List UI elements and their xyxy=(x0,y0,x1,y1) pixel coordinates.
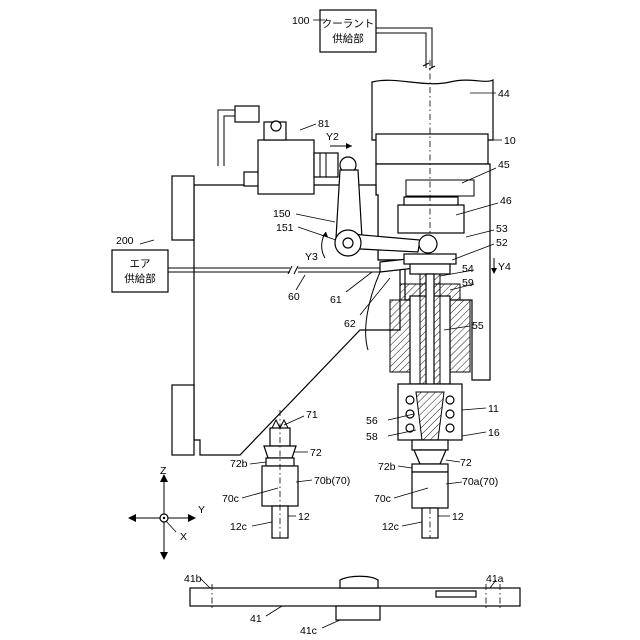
air-box-line1: エア xyxy=(130,258,151,270)
label-71: 71 xyxy=(306,409,318,421)
clamp-53 xyxy=(404,254,456,264)
label-y3: Y3 xyxy=(305,251,318,263)
leader-71 xyxy=(284,416,304,425)
slot-41a xyxy=(436,591,476,597)
label-60: 60 xyxy=(288,291,300,303)
label-16: 16 xyxy=(488,427,500,439)
leader-200 xyxy=(140,240,154,244)
label-z: Z xyxy=(160,465,167,477)
sleeve-right xyxy=(450,300,470,372)
label-59: 59 xyxy=(462,277,474,289)
label-70c-right: 70c xyxy=(374,493,391,505)
label-y4: Y4 xyxy=(498,261,511,273)
leader-81 xyxy=(300,124,316,130)
coolant-box-line1: クーラント xyxy=(322,18,375,30)
label-200: 200 xyxy=(116,235,134,247)
label-41c: 41c xyxy=(300,625,317,637)
plate-boss xyxy=(340,576,378,588)
label-62: 62 xyxy=(344,318,356,330)
label-10: 10 xyxy=(504,135,516,147)
pulley-46-top xyxy=(404,197,458,205)
label-41: 41 xyxy=(250,613,262,625)
label-100: 100 xyxy=(292,15,310,27)
motor-block-44 xyxy=(372,80,493,140)
ring-16 xyxy=(412,440,448,450)
air-box-line2: 供給部 xyxy=(124,272,156,285)
leader-12c-left xyxy=(252,522,272,526)
leader-72b-right xyxy=(398,466,412,468)
label-53: 53 xyxy=(496,223,508,235)
holder-flange-72 xyxy=(414,450,446,464)
coolant-pipe-inner xyxy=(376,33,426,68)
coolant-pipe-outer xyxy=(376,28,432,68)
label-12c-left: 12c xyxy=(230,521,247,533)
label-54: 54 xyxy=(462,263,474,275)
coolant-pipe-break xyxy=(423,63,435,69)
label-44: 44 xyxy=(498,88,510,100)
label-151: 151 xyxy=(276,222,294,234)
clamp-52 xyxy=(410,264,450,274)
elbow-fitting xyxy=(235,106,259,122)
label-45: 45 xyxy=(498,159,510,171)
label-41a: 41a xyxy=(486,573,504,585)
label-72-left: 72 xyxy=(310,447,322,459)
label-72b-left: 72b xyxy=(230,458,248,470)
label-y2: Y2 xyxy=(326,131,339,143)
label-61: 61 xyxy=(330,294,342,306)
leader-11 xyxy=(462,408,486,410)
coolant-supply-box xyxy=(320,10,376,52)
frame-tab-upper xyxy=(172,176,194,240)
leader-72b-left xyxy=(250,462,266,464)
label-12c-right: 12c xyxy=(382,521,399,533)
holder-groove-72b xyxy=(412,464,448,472)
label-x: X xyxy=(180,531,187,543)
leader-72-right xyxy=(446,460,460,462)
label-56: 56 xyxy=(366,415,378,427)
magazine-plate: 41b 41a 41 41c xyxy=(184,573,520,637)
label-72b-right: 72b xyxy=(378,461,396,473)
label-41b: 41b xyxy=(184,573,202,585)
coordinate-axes: Z Y X xyxy=(128,465,205,560)
label-70c-left: 70c xyxy=(222,493,239,505)
arm-roller xyxy=(419,235,437,253)
air-hose-81 xyxy=(218,110,235,166)
air-supply-box xyxy=(112,250,168,292)
arm-150-vertical xyxy=(336,170,362,238)
holder-body-70a xyxy=(412,472,448,508)
leader-16 xyxy=(462,432,486,436)
leader-12c-right xyxy=(402,522,422,526)
label-58: 58 xyxy=(366,431,378,443)
label-70a: 70a(70) xyxy=(462,476,498,488)
coolant-supply-unit: クーラント 供給部 100 xyxy=(292,10,435,69)
label-11: 11 xyxy=(488,403,499,415)
sleeve-left xyxy=(390,300,410,372)
frame-tab-lower xyxy=(172,385,194,455)
cylinder-81 xyxy=(258,140,314,194)
spindle-flange xyxy=(376,134,488,164)
leader-41c xyxy=(322,620,340,628)
label-46: 46 xyxy=(500,195,512,207)
label-55: 55 xyxy=(472,320,484,332)
label-70b: 70b(70) xyxy=(314,475,350,487)
label-81: 81 xyxy=(318,118,330,130)
leader-41 xyxy=(266,606,282,616)
coolant-box-line2: 供給部 xyxy=(332,32,364,45)
pulley-46 xyxy=(398,205,464,233)
label-150: 150 xyxy=(273,208,291,220)
label-72-right: 72 xyxy=(460,457,472,469)
label-y: Y xyxy=(198,504,205,516)
fitting-nut xyxy=(271,121,281,131)
hub-41c xyxy=(336,606,380,620)
label-12-right: 12 xyxy=(452,511,464,523)
label-52: 52 xyxy=(496,237,508,249)
label-12-left: 12 xyxy=(298,511,310,523)
